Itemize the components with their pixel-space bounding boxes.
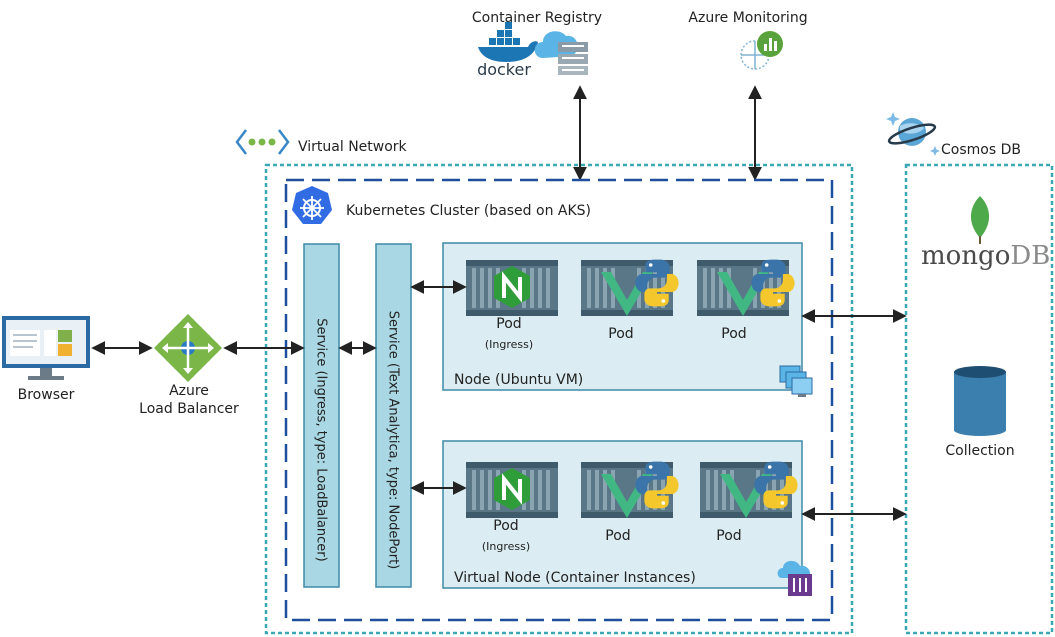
- mongodb-logo-db: DB: [1010, 241, 1050, 271]
- browser-icon: [2, 316, 90, 380]
- azure-monitor-icon: [740, 31, 783, 70]
- pod-vue-python-icon: [581, 259, 679, 316]
- mongodb-leaf-icon: [970, 196, 990, 244]
- pod-vue-python-icon: [697, 259, 795, 316]
- cosmos-db-boundary: [904, 163, 1054, 635]
- text-analytica-service-label: Service (Text Analytica, type: NodePort): [386, 311, 401, 570]
- collection-label: Collection: [945, 443, 1014, 459]
- pod-ingress-sublabel: (Ingress): [482, 540, 530, 553]
- kubernetes-cluster-boundary: [284, 178, 834, 622]
- virtual-network-icon: [235, 129, 290, 155]
- virtual-network-title: Virtual Network: [298, 139, 408, 155]
- text-analytica-service-box: [375, 243, 412, 588]
- cosmos-db-title: Cosmos DB: [941, 142, 1021, 158]
- azure-monitoring-title: Azure Monitoring: [688, 10, 807, 26]
- cosmos-db-icon: [886, 112, 940, 156]
- load-balancer-label-line1: Azure: [169, 383, 209, 399]
- docker-logo-text: docker: [477, 60, 531, 79]
- pod-ingress-container-icon: [466, 462, 558, 518]
- nginx-icon: [494, 266, 530, 308]
- container-instances-icon: [777, 560, 812, 596]
- ingress-service-label: Service (Ingress, type: LoadBalancer): [314, 318, 329, 561]
- kubernetes-icon: [292, 186, 332, 224]
- load-balancer-icon: [154, 314, 222, 382]
- pod-ingress-container-icon: [466, 260, 558, 316]
- virtual-machine-icon: [779, 365, 813, 397]
- ingress-service-box: [303, 243, 340, 588]
- pod-ingress-label: Pod: [493, 518, 518, 534]
- pod-label: Pod: [608, 326, 633, 342]
- pod-ingress-label: Pod: [496, 316, 521, 332]
- pod-vue-python-icon: [700, 461, 798, 518]
- pod-label: Pod: [721, 326, 746, 342]
- registry-cloud-icon: [534, 31, 588, 75]
- load-balancer-label-line2: Load Balancer: [139, 401, 239, 417]
- mongodb-logo-mongo: mongo: [921, 241, 1010, 271]
- node-ubuntu-vm-title: Node (Ubuntu VM): [454, 372, 583, 388]
- pod-label: Pod: [605, 528, 630, 544]
- pod-label: Pod: [716, 528, 741, 544]
- virtual-network-boundary: [264, 163, 854, 635]
- container-registry-title: Container Registry: [472, 10, 602, 26]
- kubernetes-cluster-title: Kubernetes Cluster (based on AKS): [346, 203, 591, 219]
- mongodb-logo-text: mongoDB: [921, 241, 1050, 271]
- docker-icon: [478, 22, 538, 62]
- database-icon: [954, 366, 1006, 436]
- browser-label: Browser: [18, 387, 75, 403]
- nginx-icon: [494, 468, 530, 510]
- virtual-node-title: Virtual Node (Container Instances): [454, 570, 696, 586]
- pod-ingress-sublabel: (Ingress): [485, 338, 533, 351]
- pod-vue-python-icon: [581, 461, 679, 518]
